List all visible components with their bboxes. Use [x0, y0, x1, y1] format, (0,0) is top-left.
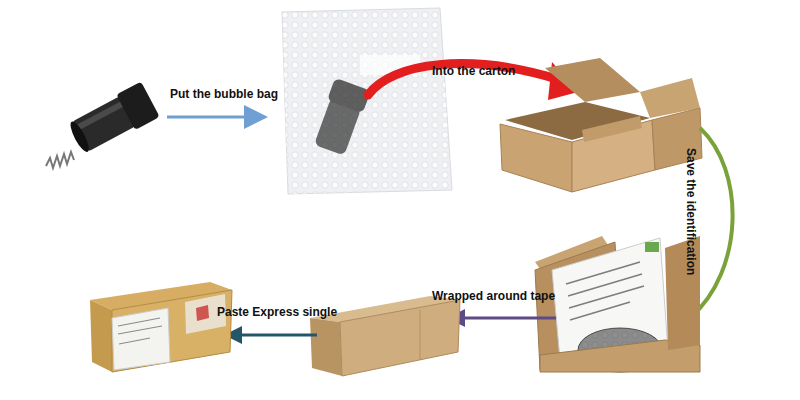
card-line [566, 262, 640, 284]
bagged-connector [311, 78, 371, 157]
step-arrow [368, 64, 560, 95]
box-end [310, 318, 342, 376]
step-arrow [227, 334, 317, 337]
box-seam [420, 310, 421, 360]
box-end [90, 300, 112, 372]
card-line [570, 302, 630, 320]
shipped-box [90, 282, 232, 372]
express-slip [112, 308, 170, 370]
tape-print [196, 305, 209, 321]
carton-with-card [535, 236, 700, 372]
spring [46, 152, 74, 168]
open-carton [500, 58, 702, 192]
carton-flap [545, 58, 640, 102]
step-label: Paste Express single [217, 305, 337, 319]
connector-part [66, 82, 160, 157]
carton-tab [582, 116, 642, 142]
bag-bubbles [282, 8, 452, 194]
spring-coil [46, 152, 74, 168]
box-side [340, 300, 460, 376]
slip-line [118, 318, 160, 326]
step-label: Wrapped around tape [432, 289, 555, 303]
slip-lines [118, 318, 162, 344]
card-logo [645, 242, 659, 252]
bag-outline [282, 8, 452, 194]
step-arrow [167, 116, 262, 119]
connector-highlight [78, 102, 123, 130]
connector-nut [116, 82, 160, 130]
step-arrow [450, 317, 556, 320]
step-label: Put the bubble bag [170, 87, 278, 101]
box-side [112, 290, 232, 372]
slip-line [119, 338, 150, 344]
step-label: Save the identification [684, 148, 698, 275]
slip-line [118, 326, 162, 334]
connector-end [67, 119, 92, 154]
bubble-bag [282, 8, 452, 194]
card-text-lines [566, 262, 644, 320]
step-label: Into the carton [432, 64, 515, 78]
carton-side [500, 124, 572, 192]
card-line [569, 286, 644, 308]
card-line [568, 274, 642, 296]
